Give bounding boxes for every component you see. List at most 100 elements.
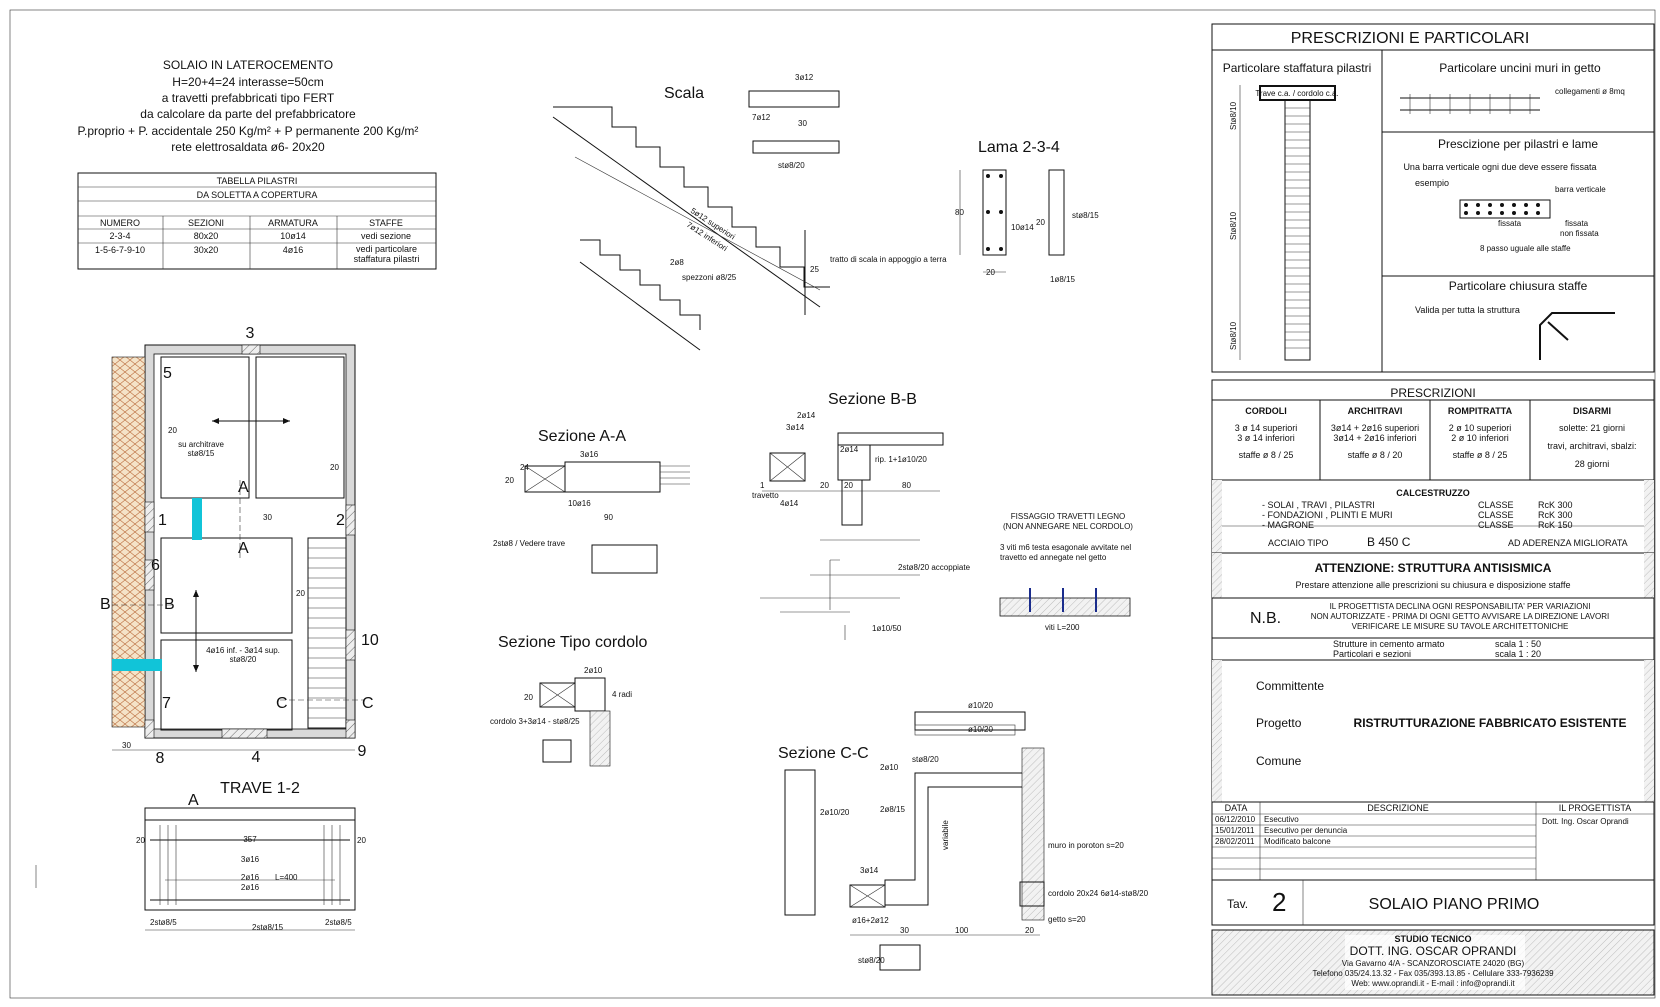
sez-aa-label: 24 — [520, 463, 529, 472]
tabella-pilastri: TABELLA PILASTRI DA SOLETTA A COPERTURA … — [77, 172, 437, 270]
sez-bb-label: 1 — [760, 481, 765, 490]
sez-cc-label: stø8/20 — [858, 956, 885, 965]
solaio-notes: SOLAIO IN LATEROCEMENTO H=20+4=24 intera… — [78, 58, 419, 154]
pillar-label: 3 — [246, 325, 255, 342]
sez-cc-label: ø10/20 — [968, 701, 993, 710]
presc-col-line: staffe ø 8 / 20 — [1348, 450, 1403, 460]
fissaggio-detail: FISSAGGIO TRAVETTI LEGNO (NON ANNEGARE N… — [999, 512, 1133, 632]
tav-label: Tav. — [1227, 897, 1248, 911]
attenzione-panel: ATTENZIONE: STRUTTURA ANTISISMICA Presta… — [1211, 552, 1655, 661]
pillar-label: 9 — [358, 743, 367, 760]
table-subtitle: DA SOLETTA A COPERTURA — [197, 190, 318, 200]
scala-label: spezzoni ø8/25 — [682, 273, 737, 282]
solaio-line: a travetti prefabbricati tipo FERT — [162, 91, 335, 105]
section-mark-a: A — [238, 540, 249, 557]
sez-bb-label: 4ø14 — [780, 499, 799, 508]
trave-label: 20 — [357, 836, 366, 845]
table-header: NUMERO — [100, 218, 140, 228]
rev-date: 28/02/2011 — [1215, 837, 1255, 846]
scala-detail: Scala 3ø12 7ø12 stø8/20 5ø12 superiori 7… — [552, 73, 947, 351]
sez-cordolo-label: 2ø10 — [584, 666, 603, 675]
section-mark-c: C — [362, 695, 374, 712]
trave-label: 2ø16 — [241, 873, 260, 882]
sez-cc-label: 20 — [1025, 926, 1034, 935]
pillar-label: 5 — [163, 365, 172, 382]
lama-label: 20 — [986, 268, 995, 277]
trave-detail: TRAVE 1-2 A 357 3ø16 2ø16 2ø16 2stø8/5 2… — [136, 780, 366, 932]
table-cell: vedi sezione — [361, 231, 411, 241]
sez-cordolo-label: 4 radi — [612, 690, 632, 699]
scala-title: Scala — [664, 85, 704, 102]
sez-bb-label: 3ø14 — [786, 423, 805, 432]
table-cell: 80x20 — [194, 231, 219, 241]
calcestruzzo-classe: CLASSE — [1478, 520, 1514, 530]
fissaggio-note: travetto ed annegate nel getto — [1000, 553, 1107, 562]
sez-cordolo-title: Sezione Tipo cordolo — [498, 634, 648, 651]
solaio-line: rete elettrosaldata ø6- 20x20 — [171, 140, 325, 154]
sez-cordolo-label: 20 — [524, 693, 533, 702]
sez-cordolo-label: cordolo 3+3ø14 - stø8/25 — [490, 717, 580, 726]
sez-cc-label: 3ø14 — [860, 866, 879, 875]
presc-col-line: travi, architravi, sbalzi: — [1547, 441, 1636, 451]
nb-line: NON AUTORIZZATE - PRIMA DI OGNI GETTO AV… — [1311, 612, 1609, 621]
calcestruzzo-title: CALCESTRUZZO — [1396, 488, 1470, 498]
studio-name: DOTT. ING. OSCAR OPRANDI — [1350, 944, 1517, 958]
sez-aa-label: 20 — [505, 476, 514, 485]
trave-label: 2stø8/15 — [252, 923, 284, 932]
solaio-title: SOLAIO IN LATEROCEMENTO — [163, 58, 333, 72]
plan-dim: 20 — [296, 589, 305, 598]
presc-col-line: 3ø14 + 2ø16 inferiori — [1333, 433, 1416, 443]
sez-cc-label: cordolo 20x24 6ø14-stø8/20 — [1048, 889, 1149, 898]
table-cell: 4ø16 — [283, 245, 304, 255]
calcestruzzo-item: - FONDAZIONI , PLINTI E MURI — [1262, 510, 1393, 520]
rev-date: 06/12/2010 — [1215, 815, 1256, 824]
sez-cc-label: variabile — [941, 820, 950, 850]
trave-label: 2stø8/5 — [150, 918, 177, 927]
studio-addr: Via Gavarno 4/A - SCANZOROSCIATE 24020 (… — [1342, 959, 1525, 968]
rev-header: DATA — [1225, 803, 1248, 813]
pl-label: 8 passo uguale alle staffe — [1480, 244, 1571, 253]
plan-note: 4ø16 inf. - 3ø14 sup. — [206, 646, 280, 655]
scale-value: scala 1 : 20 — [1495, 649, 1541, 659]
table-cell: 1-5-6-7-9-10 — [95, 245, 145, 255]
solaio-line: H=20+4=24 interasse=50cm — [172, 75, 323, 89]
chiusura-title: Particolare chiusura staffe — [1449, 279, 1588, 293]
pillar-label: 1 — [158, 512, 167, 529]
presc-col-line: staffe ø 8 / 25 — [1239, 450, 1294, 460]
sezione-cc: Sezione C-C ø10/20 ø10/20 2ø10 stø8/20 2… — [778, 701, 1149, 971]
prescrizioni-panel: PRESCRIZIONI CORDOLI 3 ø 14 superiori 3 … — [1211, 379, 1655, 554]
sezione-bb: Sezione B-B 2ø14 3ø14 2ø14 rip. 1+1ø10/2… — [752, 391, 971, 640]
pillar-label: 2 — [336, 512, 345, 529]
scala-label: 25 — [810, 265, 819, 274]
presc-col-header: DISARMI — [1573, 406, 1611, 416]
trave-label: L=400 — [275, 873, 298, 882]
uncini-title: Particolare uncini muri in getto — [1439, 61, 1601, 75]
committente-label: Committente — [1256, 679, 1324, 693]
plan-note: su architrave — [178, 440, 224, 449]
table-title: TABELLA PILASTRI — [217, 176, 298, 186]
sez-bb-label: 20 — [820, 481, 829, 490]
title-block: Committente Progetto RISTRUTTURAZIONE FA… — [1211, 659, 1655, 996]
pillar-label: 10 — [361, 632, 379, 649]
pilastri-lame-esempio: esempio — [1415, 178, 1449, 188]
rev-desc: Esecutivo per denuncia — [1264, 826, 1348, 835]
table-cell: 2-3-4 — [109, 231, 130, 241]
pillar-label: 6 — [151, 557, 160, 574]
fissaggio-title: (NON ANNEGARE NEL CORDOLO) — [1003, 522, 1133, 531]
rev-header: DESCRIZIONE — [1367, 803, 1429, 813]
scala-label: tratto di scala in appoggio a terra — [830, 255, 947, 264]
sez-cc-label: 2ø10 — [880, 763, 899, 772]
calcestruzzo-classe: CLASSE — [1478, 500, 1514, 510]
table-cell: 10ø14 — [280, 231, 306, 241]
presc-col-line: 3 ø 14 inferiori — [1237, 433, 1295, 443]
table-header: STAFFE — [369, 218, 403, 228]
staffatura-dim: Stø8/10 — [1229, 101, 1238, 130]
sez-cc-title: Sezione C-C — [778, 745, 869, 762]
sez-cc-label: 2ø10/20 — [820, 808, 850, 817]
table-header: SEZIONI — [188, 218, 224, 228]
pillar-label: 8 — [156, 750, 165, 767]
calcestruzzo-item: - SOLAI , TRAVI , PILASTRI — [1262, 500, 1375, 510]
section-mark-b: B — [164, 596, 175, 613]
pl-label: non fissata — [1560, 229, 1599, 238]
